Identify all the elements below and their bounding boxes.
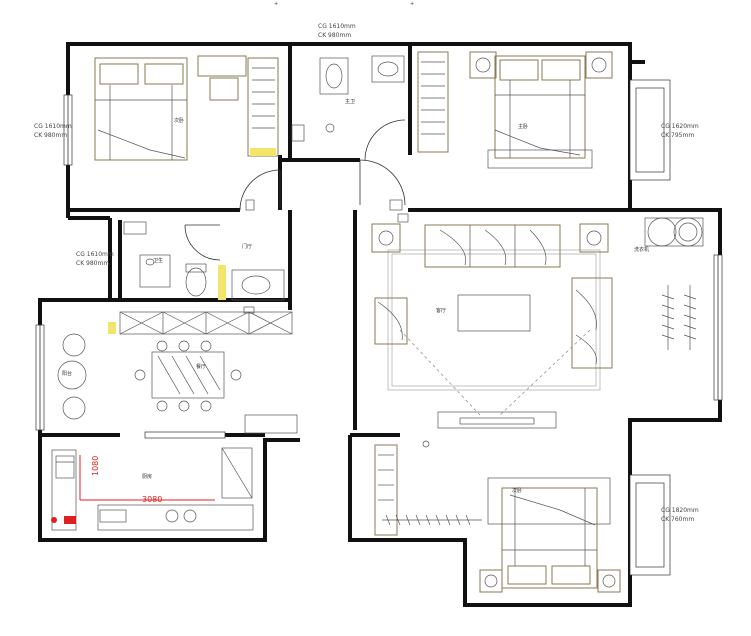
balcony-left: 阳台 bbox=[57, 333, 87, 420]
kitchen-dimension-height: 1080 bbox=[91, 456, 100, 476]
window-specs: CG 1610mm CK 980mm CG 1610mm CK 980mm CG… bbox=[34, 23, 699, 523]
room-label-guest-bath: 卫生 bbox=[153, 257, 163, 264]
master-bedroom: 主卧 bbox=[417, 51, 613, 169]
guest-bath: 卫生 门厅 bbox=[123, 221, 285, 301]
windows bbox=[35, 79, 723, 576]
washer-label: 洗衣机 bbox=[634, 246, 649, 253]
spec-right-1: CG 1620mm bbox=[661, 123, 699, 130]
storage-cabinets bbox=[108, 311, 293, 335]
master-bath: 主卫 bbox=[291, 55, 405, 142]
exterior-walls bbox=[38, 42, 722, 607]
room-label-dining: 餐厅 bbox=[196, 363, 206, 370]
spec-bath-1: CG 1610mm bbox=[76, 251, 114, 258]
bedroom-bottom: 次卧 bbox=[374, 444, 621, 593]
markers: + + bbox=[243, 1, 430, 448]
top-marker: + bbox=[274, 1, 278, 7]
room-label-balcony: 阳台 bbox=[62, 370, 72, 377]
spec-top-1: CG 1610mm bbox=[318, 23, 356, 30]
room-label-master-bedroom: 主卧 bbox=[518, 123, 528, 130]
room-label-kitchen: 厨房 bbox=[142, 473, 152, 480]
spec-bottom-right-2: CK 760mm bbox=[661, 516, 694, 523]
dining: 餐厅 bbox=[134, 340, 298, 434]
spec-left-2: CK 980mm bbox=[34, 132, 67, 139]
room-label-bedroom-left: 次卧 bbox=[174, 117, 184, 124]
spec-top-2: CK 980mm bbox=[318, 32, 351, 39]
bedroom-left: 次卧 bbox=[94, 55, 279, 161]
top-marker-2: + bbox=[410, 1, 414, 7]
kitchen: 1080 3080 厨房 bbox=[51, 447, 254, 531]
spec-bottom-right-1: CG 1820mm bbox=[661, 507, 699, 514]
room-label-hall: 门厅 bbox=[242, 243, 252, 250]
room-label-master-bath: 主卫 bbox=[345, 98, 355, 105]
spec-left-1: CG 1610mm bbox=[34, 123, 72, 130]
spec-bath-2: CK 980mm bbox=[76, 260, 109, 267]
doors bbox=[184, 119, 406, 261]
room-label-living-room: 客厅 bbox=[436, 307, 446, 314]
living-room: 客厅 bbox=[371, 223, 613, 429]
spec-right-2: CK 795mm bbox=[661, 132, 694, 139]
room-label-bedroom-bottom: 次卧 bbox=[512, 487, 522, 494]
balcony-right: 洗衣机 bbox=[634, 217, 704, 350]
kitchen-dimension-width: 3080 bbox=[142, 495, 162, 504]
